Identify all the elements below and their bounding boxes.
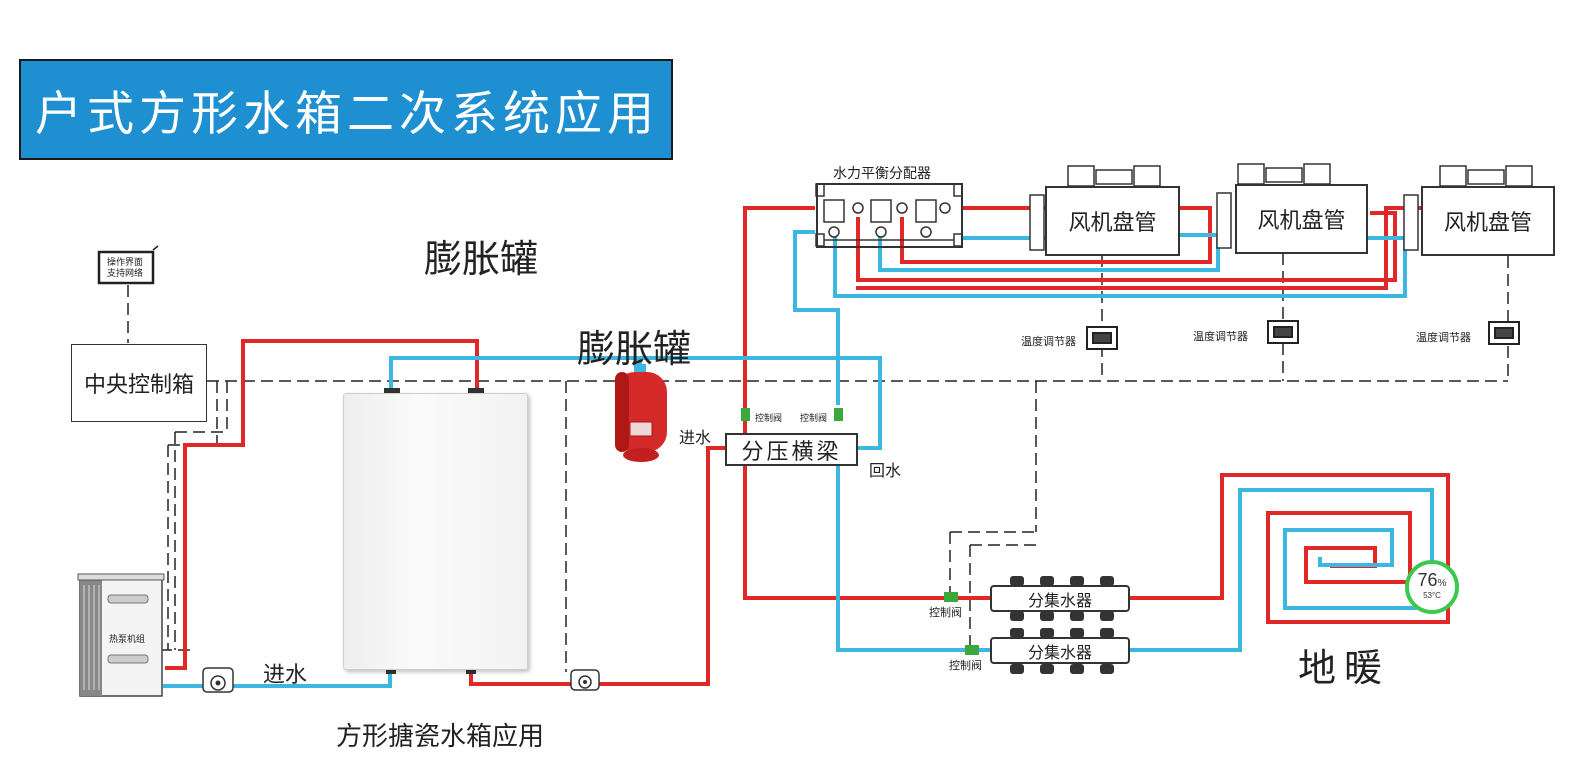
thermostat-2-label: 温度调节器	[1193, 330, 1248, 343]
inlet-left-label: 进水	[263, 663, 308, 688]
ui-panel-line2: 支持网络	[107, 269, 144, 279]
distributor-box	[816, 183, 963, 248]
manifold-1: 分集水器	[990, 585, 1130, 612]
tank-caption: 方形搪瓷水箱应用	[336, 722, 545, 752]
badge-unit: %	[1437, 578, 1447, 589]
fan-coil-2: 风机盘管	[1235, 184, 1368, 254]
heat-pump-unit	[77, 573, 165, 697]
floor-heating-label: 地暖	[1298, 646, 1391, 690]
title-banner: 户式方形水箱二次系统应用	[19, 59, 673, 160]
valve-label-2: 控制阀	[800, 414, 828, 424]
badge-value-line: 76%	[1409, 570, 1455, 591]
expansion-tank-label-lower: 膨胀罐	[577, 327, 692, 371]
status-badge: 76% 53°C	[1405, 560, 1459, 614]
cold-pipes	[163, 230, 1434, 688]
expansion-tank	[615, 360, 667, 462]
badge-temp: 53°C	[1423, 591, 1441, 600]
manifold-2-label: 分集水器	[1027, 642, 1092, 662]
control-valves	[741, 408, 979, 655]
pump-right	[570, 669, 600, 691]
manifold-ports	[1010, 576, 1114, 674]
badge-value: 76	[1417, 570, 1438, 590]
beam-box: 分压横梁	[725, 433, 858, 466]
fan-coil-2-label: 风机盘管	[1257, 209, 1346, 234]
central-control-box: 中央控制箱	[71, 344, 207, 422]
page-title: 户式方形水箱二次系统应用	[35, 87, 659, 142]
central-control-label: 中央控制箱	[83, 373, 194, 398]
control-wiring	[127, 253, 1509, 672]
return-water-label: 回水	[869, 461, 902, 480]
pump-left	[202, 667, 234, 693]
ui-panel	[97, 245, 159, 285]
thermostat-1-label: 温度调节器	[1021, 335, 1076, 348]
thermostat-3-label: 温度调节器	[1416, 331, 1471, 344]
manifold-2: 分集水器	[990, 637, 1130, 664]
inlet-right-label: 进水	[679, 428, 712, 447]
fan-coil-1-label: 风机盘管	[1068, 211, 1157, 236]
manifold-1-label: 分集水器	[1027, 590, 1092, 610]
valve-label-3: 控制阀	[929, 606, 962, 619]
valve-label-1: 控制阀	[755, 414, 783, 424]
expansion-tank-label-upper: 膨胀罐	[424, 237, 539, 281]
distributor-label: 水力平衡分配器	[833, 166, 931, 182]
thermostat-icons	[1086, 320, 1520, 350]
water-tank	[343, 393, 528, 670]
heat-pump-label: 热泵机组	[109, 635, 146, 645]
fan-coil-1: 风机盘管	[1045, 186, 1180, 256]
ui-panel-line1: 操作界面	[107, 258, 144, 268]
fan-coil-units	[1029, 163, 1533, 251]
fan-coil-3: 风机盘管	[1421, 186, 1555, 256]
distributor-internals	[815, 183, 963, 247]
valve-label-4: 控制阀	[949, 659, 982, 672]
beam-label: 分压横梁	[741, 439, 842, 465]
fan-coil-3-label: 风机盘管	[1443, 211, 1532, 236]
tank-connectors	[384, 388, 484, 674]
